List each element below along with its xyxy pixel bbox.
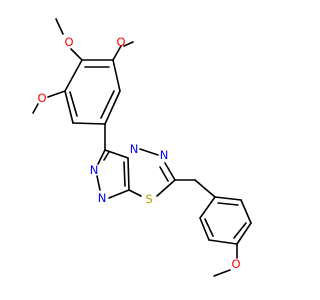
nitrogen-label: N bbox=[160, 148, 169, 162]
bond bbox=[112, 59, 121, 92]
oxygen-label: O bbox=[64, 35, 73, 49]
bond bbox=[96, 175, 101, 191]
atom-labels: O O O O N N N N S bbox=[37, 35, 240, 271]
bond bbox=[127, 157, 130, 191]
bond bbox=[72, 122, 106, 125]
oxygen-label: O bbox=[37, 91, 46, 105]
bond bbox=[199, 196, 216, 219]
bond bbox=[139, 148, 159, 156]
nitrogen-label: N bbox=[98, 191, 107, 205]
bond bbox=[199, 217, 210, 241]
bond bbox=[156, 179, 176, 197]
bond bbox=[100, 90, 115, 119]
oxygen-label: O bbox=[231, 257, 240, 271]
molecule-diagram: O O O O N N N N S bbox=[32, 18, 252, 277]
nitrogen-label: N bbox=[90, 163, 99, 177]
bond bbox=[217, 202, 239, 206]
bond bbox=[204, 218, 214, 237]
structure-drawing: O O O O N N N N S bbox=[32, 18, 252, 277]
bond bbox=[123, 161, 126, 187]
bond bbox=[32, 103, 39, 114]
bond bbox=[64, 59, 83, 92]
bond bbox=[213, 269, 231, 277]
nitrogen-label: N bbox=[130, 142, 139, 156]
bond bbox=[103, 151, 110, 161]
bond bbox=[123, 41, 134, 47]
bond bbox=[164, 162, 176, 181]
bond-lines bbox=[32, 18, 252, 277]
bond bbox=[233, 222, 247, 239]
bond bbox=[208, 239, 238, 245]
bond bbox=[214, 196, 242, 201]
bond bbox=[236, 222, 252, 245]
bond bbox=[159, 166, 169, 182]
oxygen-label: O bbox=[116, 35, 125, 49]
sulfur-label: S bbox=[145, 192, 152, 206]
bond bbox=[112, 45, 122, 61]
bond bbox=[240, 199, 252, 224]
bond bbox=[128, 189, 142, 197]
bond bbox=[97, 149, 106, 165]
bond bbox=[70, 48, 83, 61]
bond bbox=[194, 179, 216, 198]
bond bbox=[108, 189, 130, 199]
bond bbox=[69, 91, 78, 117]
bond bbox=[104, 90, 121, 125]
bond bbox=[55, 18, 64, 35]
bond bbox=[47, 90, 66, 98]
bond bbox=[64, 90, 74, 124]
